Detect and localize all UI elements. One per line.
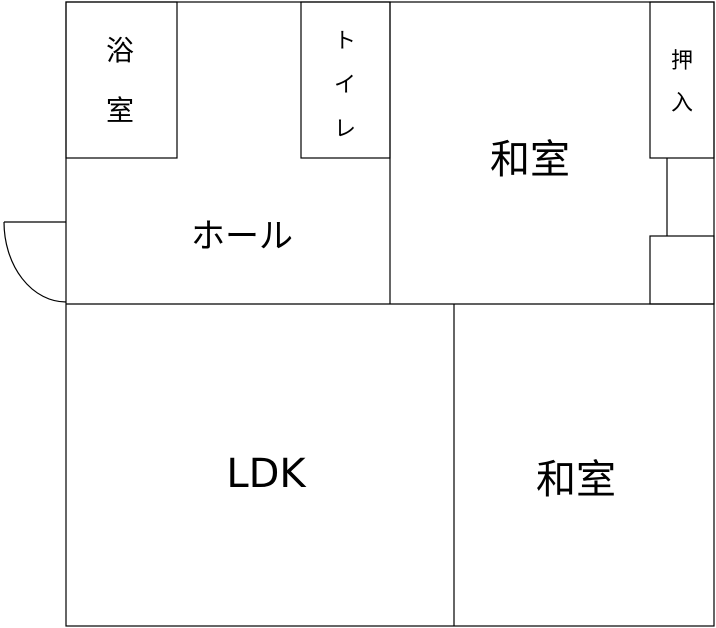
washitsu-bottom-label: 和室 [536,457,616,503]
niche-box [649,235,715,305]
closet-label-2: 入 [671,91,693,116]
closet [649,1,715,159]
bath-label-2: 室 [106,94,134,127]
entrance-door-swing [3,221,67,303]
toilet-room [300,1,391,159]
bath-room [65,1,178,159]
toilet-label-2: イ [334,73,356,98]
closet-label-1: 押 [671,49,693,74]
toilet-label-1: ト [334,29,356,54]
washitsu-top-label: 和室 [490,137,570,183]
toilet-label-3: レ [334,117,356,142]
ldk-label: LDK [226,451,307,497]
bath-label-1: 浴 [106,34,134,67]
hall-label: ホール [191,217,293,257]
